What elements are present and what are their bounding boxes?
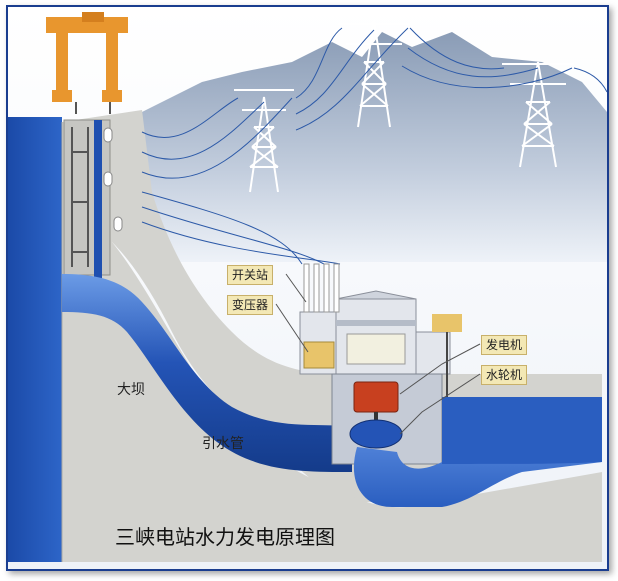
gate-shaft-water bbox=[94, 120, 102, 280]
generator-rotor bbox=[353, 381, 399, 413]
dam-label: 大坝 bbox=[117, 382, 145, 398]
transformer-label: 变压器 bbox=[227, 295, 274, 315]
transmission-tower-left bbox=[234, 89, 294, 193]
leader-lines bbox=[275, 273, 481, 435]
gantry-crane bbox=[46, 12, 128, 114]
transmission-tower-right bbox=[502, 61, 574, 168]
switch-station-posts bbox=[303, 263, 340, 313]
turbine-label: 水轮机 bbox=[481, 365, 528, 385]
penstock-label: 引水管 bbox=[202, 436, 244, 452]
diagram-title: 三峡电站水力发电原理图 bbox=[115, 525, 335, 549]
penstock-pipe bbox=[62, 274, 352, 472]
hydropower-illustration bbox=[8, 7, 607, 569]
reservoir-water bbox=[8, 117, 62, 562]
generator-label: 发电机 bbox=[481, 335, 528, 355]
powerhouse-building bbox=[299, 290, 462, 462]
dam-concrete-base bbox=[62, 242, 602, 562]
switch-station-label: 开关站 bbox=[227, 265, 274, 285]
diagram-frame: 开关站 变压器 发电机 水轮机 大坝 引水管 三峡电站水力发电原理图 bbox=[6, 5, 609, 571]
turbine-runner bbox=[349, 419, 403, 449]
power-lines bbox=[141, 27, 607, 265]
tailwater bbox=[442, 397, 602, 464]
